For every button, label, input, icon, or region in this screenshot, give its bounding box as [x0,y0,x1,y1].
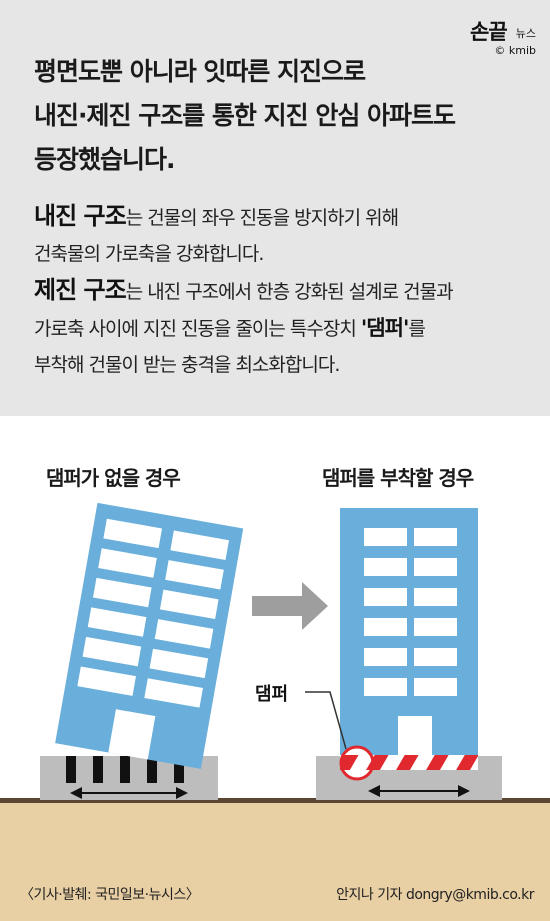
seismic-line-1: 내진 구조는 건물의 좌우 진동을 방지하기 위해 [34,198,524,236]
source-credit: 〈기사·발췌: 국민일보·뉴시스〉 [20,887,200,903]
windows-right [364,528,457,756]
damping-term: 제진 구조 [34,276,127,304]
logo-brand: © kmib [494,44,536,57]
damper-label: 댐퍼 [255,684,288,705]
intro-line: 등장했습니다. [34,145,176,174]
damper-highlight-circle [339,745,375,781]
ground [0,800,550,921]
seismic-line-2: 건축물의 가로축을 강화합니다. [34,243,264,265]
caption-with-damper: 댐퍼를 부착할 경우 [322,466,474,490]
damping-text-2a: 가로축 사이에 지진 진동을 줄이는 특수장치 [34,318,361,340]
reporter-credit: 안지나 기자 dongry@kmib.co.kr [336,887,534,903]
damper-callout [305,691,375,781]
intro-line: 평면도뿐 아니라 잇따른 지진으로 [34,57,366,86]
intro-text: 평면도뿐 아니라 잇따른 지진으로 내진·제진 구조를 통한 지진 안심 아파트… [34,50,494,182]
damper-strip [340,755,478,770]
seismic-text: 는 건물의 좌우 진동을 방지하기 위해 [125,207,399,229]
caption-without-damper: 댐퍼가 없을 경우 [46,466,181,490]
damping-text-2b: 를 [408,318,426,340]
ground-line [0,798,550,803]
sway-arrow-right [368,785,470,797]
damping-line-2: 가로축 사이에 지진 진동을 줄이는 특수장치 '댐퍼'를 [34,310,524,347]
sway-arrow-left [70,787,188,799]
logo: 손끝 뉴스 © kmib [470,16,536,57]
transition-arrow [252,582,328,630]
comparison-illustration: 댐퍼 [0,502,550,921]
info-panel: 손끝 뉴스 © kmib 평면도뿐 아니라 잇따른 지진으로 내진·제진 구조를… [0,0,550,416]
damping-text: 는 내진 구조에서 한층 강화된 설계로 건물과 [125,281,454,303]
logo-main: 손끝 [470,20,508,44]
building-with-damper: 댐퍼 [255,508,502,800]
tilted-building [55,502,244,769]
damper-highlight: '댐퍼' [360,316,409,340]
damper-leader-line [305,691,347,750]
description: 내진 구조는 건물의 좌우 진동을 방지하기 위해 건축물의 가로축을 강화합니… [34,198,524,383]
intro-line: 내진·제진 구조를 통한 지진 안심 아파트도 [34,101,456,130]
piles-left [66,756,184,783]
damping-line-3: 부착해 건물이 받는 충격을 최소화합니다. [34,354,340,376]
damping-line-1: 제진 구조는 내진 구조에서 한층 강화된 설계로 건물과 [34,272,524,310]
logo-sub: 뉴스 [515,27,536,40]
building-without-damper [40,502,244,800]
seismic-term: 내진 구조 [34,202,127,230]
windows-left [77,518,229,760]
damper-lens-fill [341,755,373,770]
